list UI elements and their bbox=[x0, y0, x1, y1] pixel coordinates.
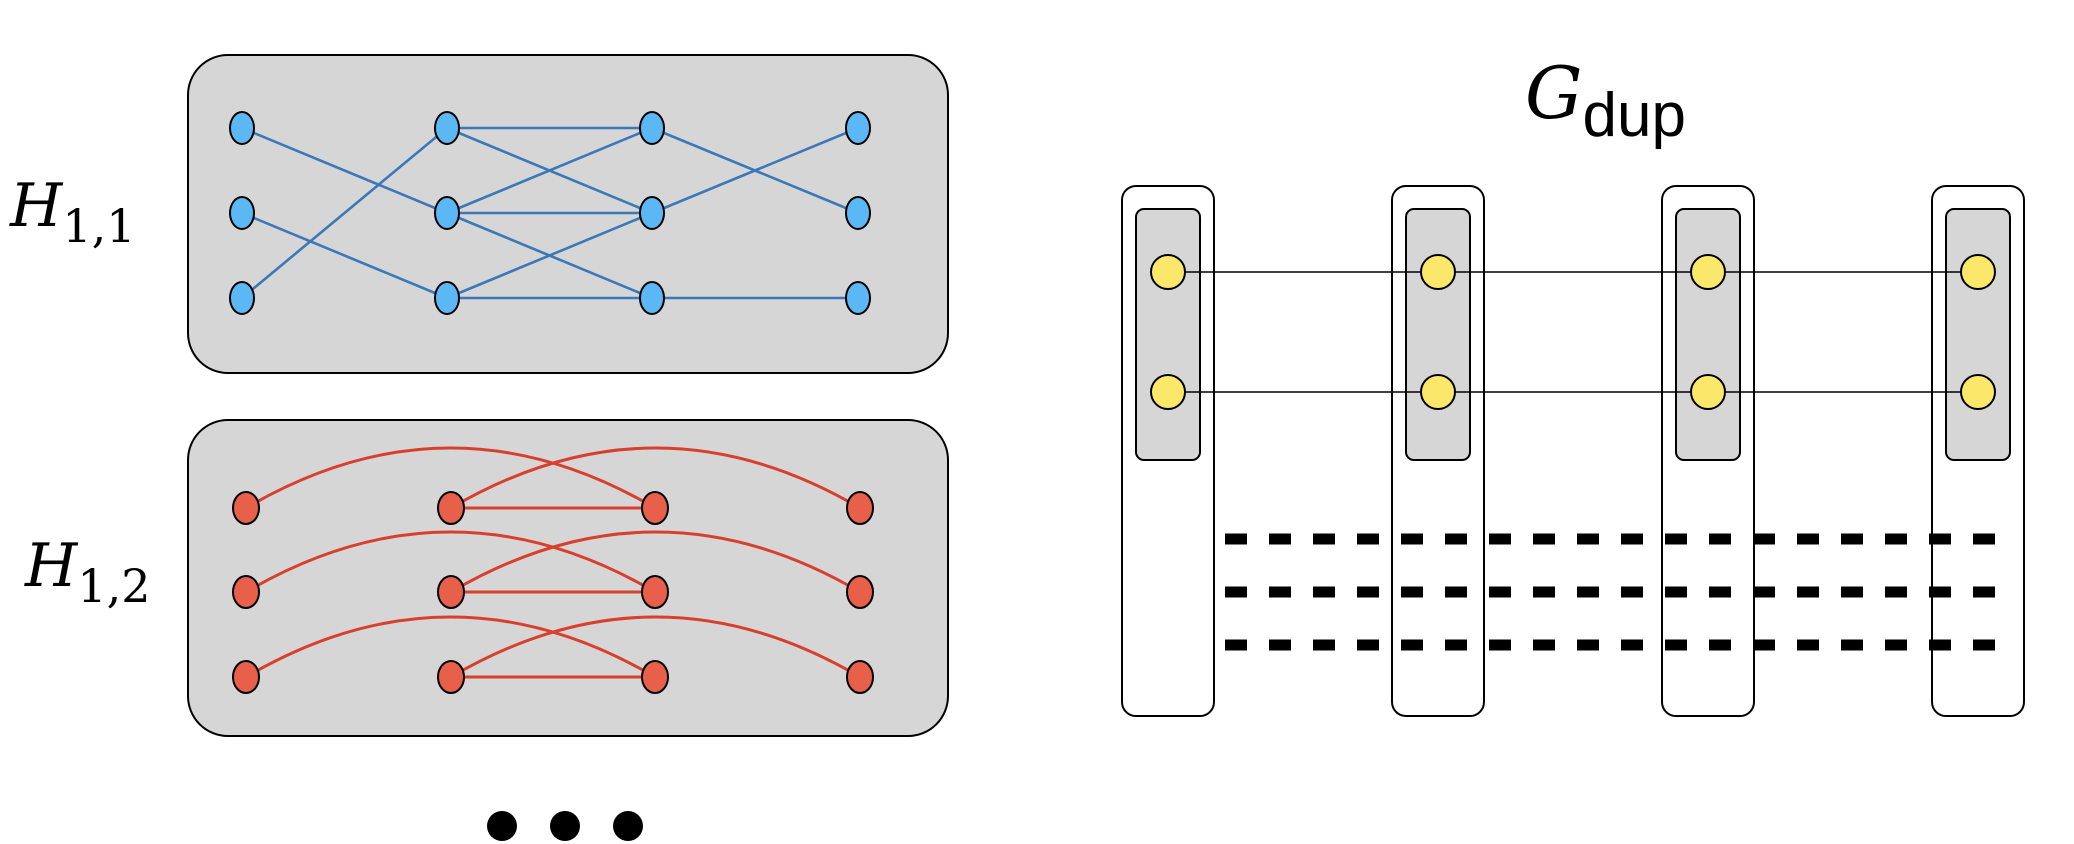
gdup-dashed-rows bbox=[1225, 533, 2000, 651]
h11-node bbox=[845, 111, 871, 145]
h12-edge bbox=[450, 446, 861, 510]
label-h12: H1,2 bbox=[24, 531, 150, 613]
h12-node bbox=[846, 491, 874, 525]
label-h11-main: H bbox=[9, 171, 64, 241]
gdup-node bbox=[1690, 374, 1726, 410]
h11-node bbox=[845, 281, 871, 315]
h12-edge bbox=[245, 615, 656, 679]
h11-edge bbox=[651, 126, 859, 215]
h11-node bbox=[229, 281, 255, 315]
h12-node bbox=[641, 575, 669, 609]
panel-h11 bbox=[187, 54, 949, 374]
h12-edge bbox=[450, 530, 861, 594]
h12-node bbox=[641, 660, 669, 694]
panel-h12-box bbox=[187, 419, 949, 737]
h11-node bbox=[845, 196, 871, 230]
h11-edge bbox=[241, 211, 448, 300]
h12-edge bbox=[450, 615, 861, 679]
h11-nodes bbox=[229, 111, 871, 315]
h11-edge bbox=[241, 126, 448, 215]
h11-edge bbox=[446, 211, 653, 300]
h12-node bbox=[846, 660, 874, 694]
h12-edge bbox=[245, 446, 656, 510]
h11-edges bbox=[241, 126, 859, 300]
gdup-title: Gdup bbox=[1525, 51, 1686, 150]
h11-node bbox=[434, 281, 460, 315]
continuation-dot bbox=[487, 811, 517, 841]
gdup-edges bbox=[1168, 271, 1978, 393]
panel-h12 bbox=[187, 419, 949, 737]
label-h12-sub: 1,2 bbox=[77, 559, 150, 613]
h11-node bbox=[229, 196, 255, 230]
h11-node bbox=[434, 196, 460, 230]
h12-node bbox=[232, 660, 260, 694]
gdup-column-inner bbox=[1405, 208, 1471, 461]
gdup-node bbox=[1420, 254, 1456, 290]
gdup-node bbox=[1420, 374, 1456, 410]
continuation-dots bbox=[487, 811, 643, 841]
gdup-title-sub: dup bbox=[1583, 81, 1686, 150]
gdup-title-main: G bbox=[1525, 51, 1583, 135]
h11-node bbox=[229, 111, 255, 145]
h11-edge bbox=[241, 126, 448, 300]
gdup-node bbox=[1960, 374, 1996, 410]
label-h11: H1,1 bbox=[9, 171, 135, 253]
gdup-node bbox=[1960, 254, 1996, 290]
h12-node bbox=[232, 491, 260, 525]
label-h11-sub: 1,1 bbox=[62, 199, 135, 253]
h11-node bbox=[639, 281, 665, 315]
gdup-column-inner bbox=[1945, 208, 2011, 461]
h11-node bbox=[639, 196, 665, 230]
label-h12-main: H bbox=[24, 531, 79, 601]
h11-edge bbox=[446, 126, 653, 215]
gdup-columns bbox=[1121, 185, 2025, 717]
h12-edges bbox=[245, 446, 861, 679]
h12-node bbox=[641, 491, 669, 525]
h12-node bbox=[437, 660, 465, 694]
continuation-dot bbox=[550, 811, 580, 841]
h12-node bbox=[437, 575, 465, 609]
h12-edge bbox=[245, 530, 656, 594]
h12-node bbox=[232, 575, 260, 609]
gdup-node bbox=[1690, 254, 1726, 290]
h12-node bbox=[437, 491, 465, 525]
gdup-nodes bbox=[1150, 254, 1996, 410]
h12-nodes bbox=[232, 491, 874, 694]
gdup-column-inner bbox=[1675, 208, 1741, 461]
gdup-node bbox=[1150, 374, 1186, 410]
continuation-dot bbox=[613, 811, 643, 841]
h11-node bbox=[434, 111, 460, 145]
h12-node bbox=[846, 575, 874, 609]
gdup-column-inner bbox=[1135, 208, 1201, 461]
gdup-node bbox=[1150, 254, 1186, 290]
h11-node bbox=[639, 111, 665, 145]
